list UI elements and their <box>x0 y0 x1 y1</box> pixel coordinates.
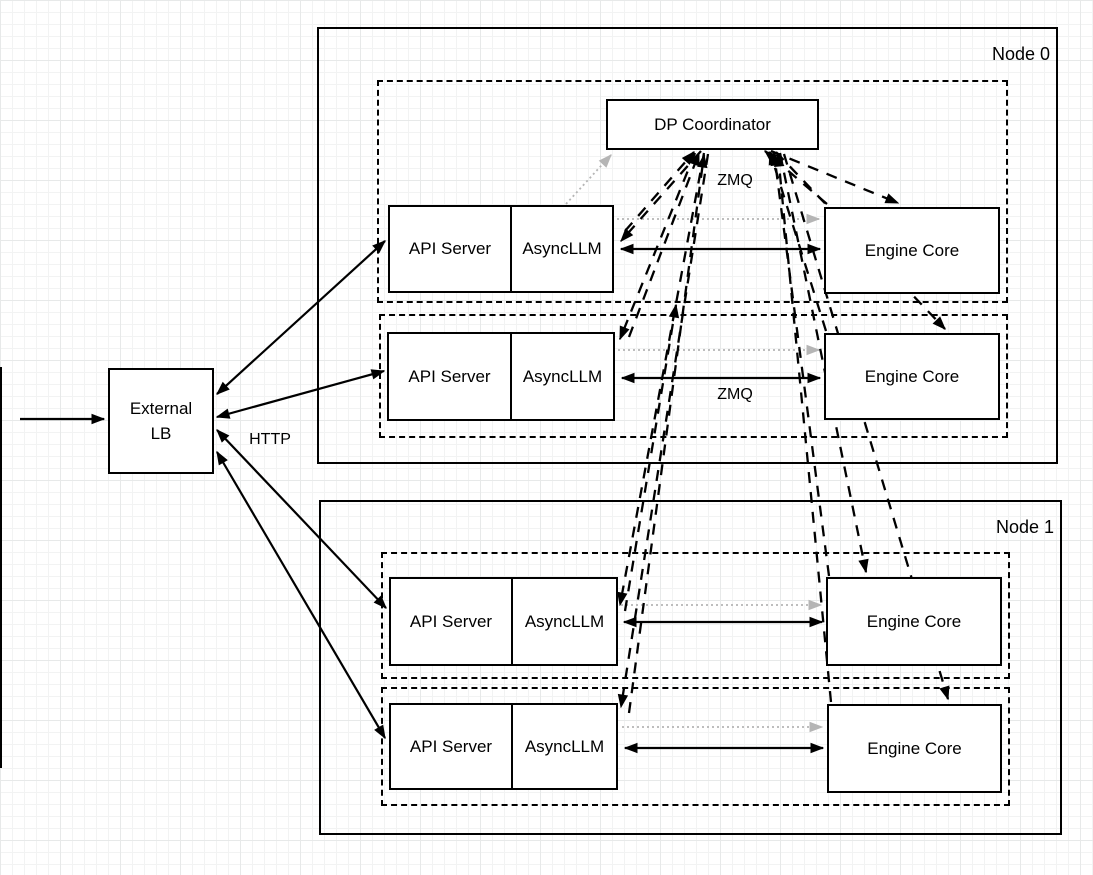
dotted-arrow-async-coordinator <box>565 155 611 205</box>
dashed-down-n0r0-engine <box>770 149 898 205</box>
arrow-lb-node1-row1 <box>216 452 386 738</box>
asyncllm-cell: AsyncLLM <box>522 366 603 386</box>
dp-coordinator-label: DP Coordinator <box>654 114 771 134</box>
node0-row1-container <box>379 314 1008 438</box>
node1-row0-frontend-box: API Server AsyncLLM <box>389 577 618 666</box>
node0-row0-frontend-box: API Server AsyncLLM <box>388 205 614 293</box>
engine-core-label: Engine Core <box>866 611 962 631</box>
dp-coordinator-box: DP Coordinator <box>606 99 819 150</box>
api-server-cell: API Server <box>391 579 513 664</box>
dashed-up-n1r1-async <box>627 155 704 714</box>
node1-group <box>319 500 1062 835</box>
node1-label: Node 1 <box>995 517 1054 537</box>
engine-core-label: Engine Core <box>867 738 962 758</box>
zmq-row-label: ZMQ <box>717 386 753 403</box>
node0-row1-engine-core-box: Engine Core <box>824 333 1000 420</box>
dashed-down-n0r0-async <box>621 150 702 241</box>
node1-row0-container <box>381 552 1010 679</box>
node1-row0-engine-core-box: Engine Core <box>826 577 1002 666</box>
api-server-cell: API Server <box>389 334 512 419</box>
dashed-down-n1r0-async <box>620 152 706 605</box>
node0-group <box>317 27 1058 464</box>
arrow-lb-node0-row1 <box>217 371 384 417</box>
external-lb-box: External LB <box>108 368 214 474</box>
dashed-down-n1r1-async <box>621 153 710 707</box>
node1-row1-container <box>381 687 1010 806</box>
asyncllm-cell: AsyncLLM <box>524 736 605 756</box>
dashed-down-n1r1-engine <box>782 153 948 699</box>
node0-label: Node 0 <box>991 44 1050 64</box>
api-server-cell: API Server <box>390 207 512 291</box>
dashed-up-n0r0-async <box>624 152 694 232</box>
asyncllm-cell: AsyncLLM <box>524 611 605 631</box>
node1-row1-frontend-box: API Server AsyncLLM <box>389 703 618 790</box>
http-label: HTTP <box>249 431 291 448</box>
page-boundary-line <box>0 367 2 768</box>
zmq-coordinator-label: ZMQ <box>717 172 753 189</box>
node0-row1-frontend-box: API Server AsyncLLM <box>387 332 615 421</box>
dashed-up-n0r1-async <box>627 153 701 338</box>
api-server-cell: API Server <box>391 705 513 788</box>
node1-row1-engine-core-box: Engine Core <box>827 704 1002 793</box>
dashed-down-n0r1-async <box>618 152 697 339</box>
engine-core-label: Engine Core <box>864 366 960 386</box>
asyncllm-cell: AsyncLLM <box>522 239 602 258</box>
engine-core-label: Engine Core <box>864 240 960 260</box>
node0-row0-engine-core-box: Engine Core <box>824 207 1000 294</box>
node0-row0-container <box>377 80 1008 303</box>
external-lb-label: External LB <box>129 399 193 443</box>
arrow-lb-node0-row0 <box>217 241 385 394</box>
